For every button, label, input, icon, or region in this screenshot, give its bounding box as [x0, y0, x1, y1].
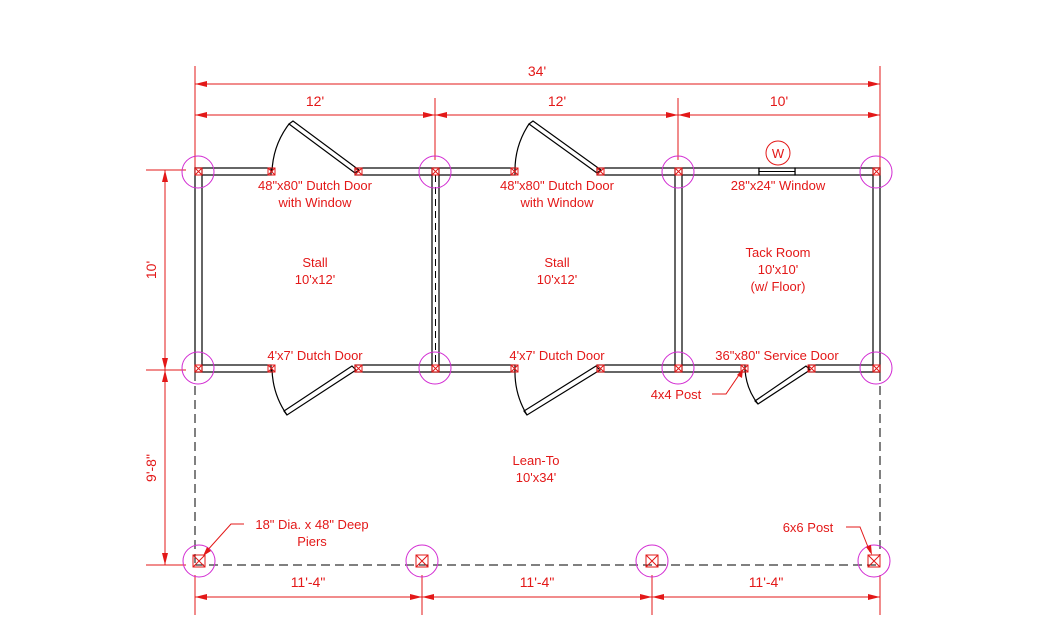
window-label: 28"x24" Window [731, 178, 826, 193]
dimension-top-spans: 12' 12' 10' [195, 93, 880, 118]
note-6x6-post: 6x6 Post [783, 520, 834, 535]
piers [181, 155, 893, 578]
stall1-size: 10'x12' [295, 272, 335, 287]
note-4x4-post: 4x4 Post [651, 387, 702, 402]
stall1-name: Stall [302, 255, 327, 270]
lean-to-size: 10'x34' [516, 470, 556, 485]
dimension-bottom-spans: 11'-4" 11'-4" 11'-4" [195, 574, 880, 600]
door2-label-line1: 48"x80" Dutch Door [500, 178, 615, 193]
pier-circle [418, 351, 452, 385]
pier-circle [859, 155, 893, 189]
dimension-bottom-span-1: 11'-4" [291, 574, 326, 590]
dimension-left-upper: 10' [143, 261, 159, 279]
pier-circle [635, 544, 669, 578]
stall2-size: 10'x12' [537, 272, 577, 287]
pier-circle [418, 155, 452, 189]
dimension-bottom-span-2: 11'-4" [520, 574, 555, 590]
note-piers-line1: 18" Dia. x 48" Deep [255, 517, 368, 532]
pier-circle [405, 544, 439, 578]
note-piers-line2: Piers [297, 534, 327, 549]
dimension-bottom-span-3: 11'-4" [749, 574, 784, 590]
door-swings [271, 120, 811, 416]
dimension-left: 10' 9'-8" [143, 170, 168, 565]
tack-room-size: 10'x10' [758, 262, 798, 277]
room-labels: Stall 10'x12' Stall 10'x12' Tack Room 10… [295, 245, 811, 485]
notes: 4x4 Post 18" Dia. x 48" Deep Piers 6x6 P… [255, 387, 833, 549]
pier-circle [661, 155, 695, 189]
lean-to-name: Lean-To [513, 453, 560, 468]
pier-circle [181, 351, 215, 385]
door5-label: 36"x80" Service Door [715, 348, 839, 363]
door1-label-line2: with Window [278, 195, 353, 210]
pier-circle [181, 155, 215, 189]
dimension-overall: 34' [195, 63, 880, 87]
window: W [758, 140, 796, 176]
dimension-top-span-1: 12' [306, 93, 324, 109]
tack-room-note: (w/ Floor) [751, 279, 806, 294]
door1-label-line1: 48"x80" Dutch Door [258, 178, 373, 193]
dimension-top-span-2: 12' [548, 93, 566, 109]
dimension-top-span-3: 10' [770, 93, 788, 109]
lean-to-outline [194, 372, 881, 566]
pier-circle [857, 544, 891, 578]
dimension-left-lower: 9'-8" [143, 454, 159, 482]
leader-lines [203, 369, 872, 556]
posts [192, 167, 881, 568]
tack-room-name: Tack Room [745, 245, 810, 260]
door2-label-line2: with Window [520, 195, 595, 210]
door3-label: 4'x7' Dutch Door [267, 348, 363, 363]
extension-lines [146, 66, 881, 615]
dimension-overall-label: 34' [528, 63, 546, 79]
opening-labels: 48"x80" Dutch Door with Window 48"x80" D… [258, 178, 839, 363]
pier-circle [182, 544, 216, 578]
stall2-name: Stall [544, 255, 569, 270]
pier-circle [859, 351, 893, 385]
window-tag: W [772, 146, 785, 161]
pier-circle [661, 351, 695, 385]
door4-label: 4'x7' Dutch Door [509, 348, 605, 363]
